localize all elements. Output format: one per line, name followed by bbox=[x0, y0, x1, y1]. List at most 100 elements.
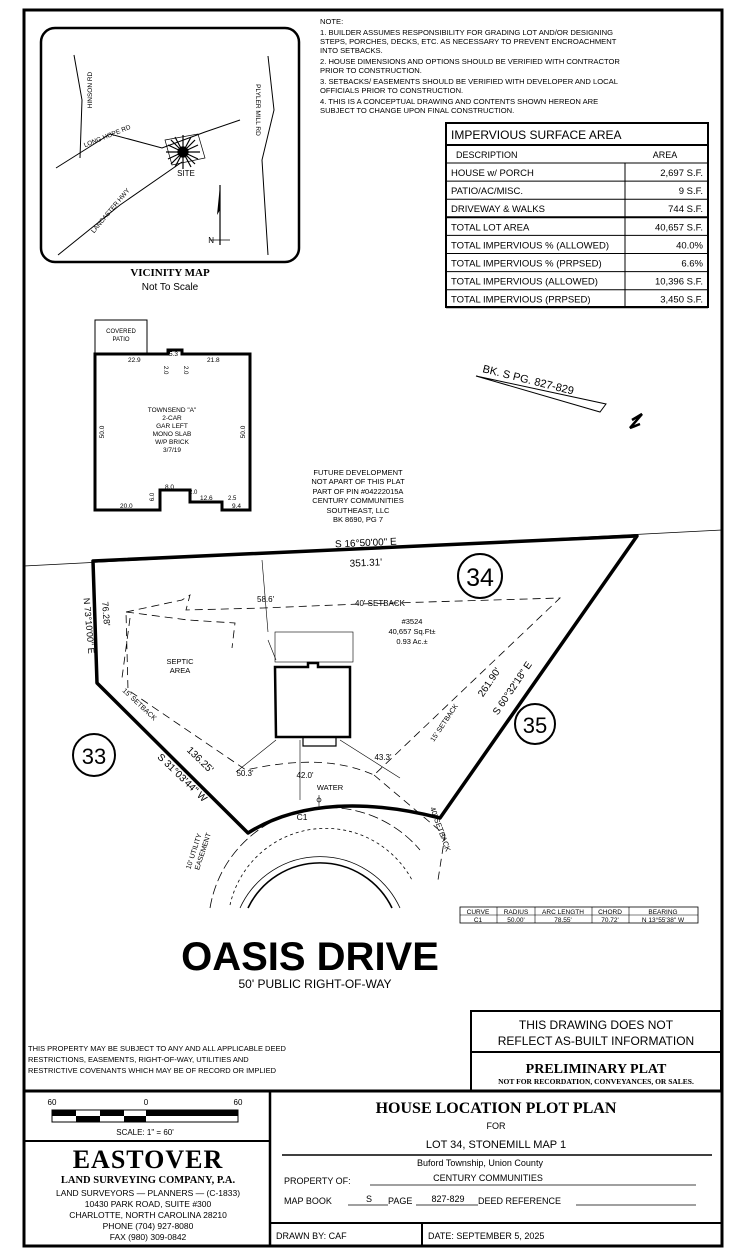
setback-15-left: 15' SETBACK bbox=[121, 687, 158, 722]
imp-row-desc: DRIVEWAY & WALKS bbox=[451, 204, 545, 215]
lot-35-circle bbox=[514, 703, 556, 745]
scale-tick: 0 bbox=[144, 1098, 149, 1107]
setback-15-right: 15' SETBACK bbox=[430, 703, 460, 743]
imp-row-area: 40.0% bbox=[676, 240, 703, 251]
sw-distance: 136.25' bbox=[184, 745, 215, 776]
house-label: MONO SLAB bbox=[153, 431, 192, 438]
left-bearing: N 73°10'00" E bbox=[82, 597, 97, 654]
break-mark-icon bbox=[629, 412, 643, 430]
preliminary-sub: NOT FOR RECORDATION, CONVEYANCES, OR SAL… bbox=[498, 1077, 694, 1086]
restriction-line: THIS PROPERTY MAY BE SUBJECT TO ANY AND … bbox=[28, 1044, 286, 1053]
dim-58: 58.6' bbox=[257, 595, 275, 604]
house-outline bbox=[93, 348, 252, 512]
note-line: INTO SETBACKS. bbox=[320, 46, 383, 55]
note-line: OFFICIALS PRIOR TO CONSTRUCTION. bbox=[320, 86, 463, 95]
imp-row-desc: TOTAL IMPERVIOUS % (ALLOWED) bbox=[451, 240, 609, 251]
road-label: HINSON RD bbox=[87, 71, 94, 108]
house-dim: 21.8 bbox=[207, 357, 220, 364]
right-distance: 261.90' bbox=[476, 666, 503, 699]
site-burst-icon bbox=[166, 135, 200, 169]
note-line: 4. THIS IS A CONCEPTUAL DRAWING AND CONT… bbox=[320, 97, 598, 106]
note-line: PRIOR TO CONSTRUCTION. bbox=[320, 66, 422, 75]
company-block: EASTOVER LAND SURVEYING COMPANY, P.A. LA… bbox=[56, 1145, 240, 1242]
disclaimer-line: THIS DRAWING DOES NOT bbox=[519, 1018, 674, 1032]
lot-34-boundary bbox=[91, 534, 639, 835]
setback-line bbox=[125, 594, 562, 776]
house-dim: 6.0 bbox=[150, 492, 156, 501]
curve-table: CURVE RADIUS ARC LENGTH CHORD BEARING C1… bbox=[459, 906, 699, 924]
impervious-table: IMPERVIOUS SURFACE AREA DESCRIPTION AREA… bbox=[445, 122, 709, 309]
vicinity-map: HINSON RD LONG HOPE RD LANCASTER HWY PLY… bbox=[39, 26, 301, 293]
patio-label: COVERED bbox=[106, 329, 136, 335]
imp-row-desc: TOTAL IMPERVIOUS (PRPSED) bbox=[451, 295, 591, 306]
setback-40-right: 40' SETBACK bbox=[428, 806, 452, 853]
imp-row-desc: TOTAL IMPERVIOUS % (PRPSED) bbox=[451, 259, 602, 270]
house-dim: 20.0 bbox=[120, 503, 133, 510]
restriction-line: RESTRICTIONS, EASEMENTS, RIGHT-OF-WAY, U… bbox=[28, 1055, 249, 1064]
road-plyler bbox=[261, 55, 275, 256]
imp-row-desc: TOTAL LOT AREA bbox=[451, 222, 530, 233]
restrictions-note: THIS PROPERTY MAY BE SUBJECT TO ANY AND … bbox=[28, 1044, 286, 1075]
lot-34-label: 34 bbox=[466, 564, 494, 592]
future-line: SOUTHEAST, LLC bbox=[327, 506, 391, 515]
house-dim: 2.5 bbox=[228, 496, 237, 502]
house-detail: COVERED PATIO 22.9 5.3 2.0 2.0 21.8 50.0… bbox=[93, 319, 252, 512]
map-book: S bbox=[366, 1194, 372, 1204]
plan-township: Buford Township, Union County bbox=[417, 1158, 543, 1168]
left-distance: 76.28' bbox=[100, 601, 112, 626]
bk-reference: BK. S PG. 827-829 bbox=[475, 363, 643, 430]
water-meter-icon bbox=[316, 797, 322, 803]
future-line: CENTURY COMMUNITIES bbox=[312, 496, 403, 505]
north-label: N bbox=[208, 236, 214, 245]
house-label: GAR LEFT bbox=[156, 423, 188, 430]
company-line: PHONE (704) 927-8080 bbox=[103, 1221, 194, 1231]
note-line: 3. SETBACKS/ EASEMENTS SHOULD BE VERIFIE… bbox=[320, 77, 618, 86]
top-bearing: S 16°50'00" E bbox=[335, 537, 397, 551]
imp-row-desc: HOUSE w/ PORCH bbox=[451, 168, 534, 179]
house-dim: 12.6 bbox=[200, 495, 213, 502]
imp-row-area: 40,657 S.F. bbox=[655, 222, 703, 233]
septic-label: SEPTIC bbox=[166, 657, 194, 666]
cul-de-sac bbox=[209, 807, 421, 909]
house-label: 2-CAR bbox=[162, 415, 182, 422]
imp-col-area: AREA bbox=[653, 150, 678, 160]
lot-35-label: 35 bbox=[523, 713, 547, 738]
curve-th: ARC LENGTH bbox=[542, 909, 584, 916]
house-dim: 2.0 bbox=[189, 490, 198, 496]
imp-row-area: 2,697 S.F. bbox=[660, 168, 703, 179]
north-arrow-icon bbox=[210, 185, 230, 245]
site-label: SITE bbox=[177, 169, 195, 178]
curve-label: C1 bbox=[297, 812, 308, 822]
disclaimer-line: REFLECT AS-BUILT INFORMATION bbox=[498, 1034, 694, 1048]
house-dim: 2.0 bbox=[162, 366, 168, 375]
top-distance: 351.31' bbox=[349, 557, 382, 569]
septic-outline bbox=[125, 611, 236, 649]
lot-33-circle bbox=[72, 733, 116, 777]
road-lancaster bbox=[57, 161, 183, 256]
lot-info: 40,657 Sq.Ft± bbox=[388, 627, 435, 636]
house-dim: 5.3 bbox=[169, 351, 178, 358]
setback-40-right-line bbox=[373, 774, 446, 881]
imp-row-area: 744 S.F. bbox=[668, 204, 703, 215]
road-label: LANCASTER HWY bbox=[90, 187, 132, 235]
note-line: NOTE: bbox=[320, 17, 343, 26]
imp-row-area: 10,396 S.F. bbox=[655, 277, 703, 288]
title-block: HOUSE LOCATION PLOT PLAN FOR LOT 34, STO… bbox=[282, 1100, 712, 1206]
lot-33-label: 33 bbox=[82, 744, 106, 769]
lot-34-circle bbox=[457, 553, 503, 599]
dim-42: 42.0' bbox=[296, 771, 314, 780]
future-development: FUTURE DEVELOPMENT NOT APART OF THIS PLA… bbox=[311, 468, 405, 524]
house-dim: 50.0 bbox=[240, 425, 247, 438]
imp-row-desc: PATIO/AC/MISC. bbox=[451, 186, 523, 197]
house-dim: 22.9 bbox=[128, 357, 141, 364]
property-of-label: PROPERTY OF: bbox=[284, 1176, 351, 1186]
vicinity-frame bbox=[39, 26, 301, 264]
note-line: 1. BUILDER ASSUMES RESPONSIBILITY FOR GR… bbox=[320, 28, 613, 37]
dim-line-58 bbox=[261, 559, 269, 633]
dim-43: 43.3' bbox=[374, 753, 392, 762]
preliminary-title: PRELIMINARY PLAT bbox=[526, 1062, 667, 1077]
house-label: W/P BRICK bbox=[155, 439, 189, 446]
company-name: EASTOVER bbox=[73, 1145, 224, 1174]
imp-col-desc: DESCRIPTION bbox=[456, 150, 518, 160]
